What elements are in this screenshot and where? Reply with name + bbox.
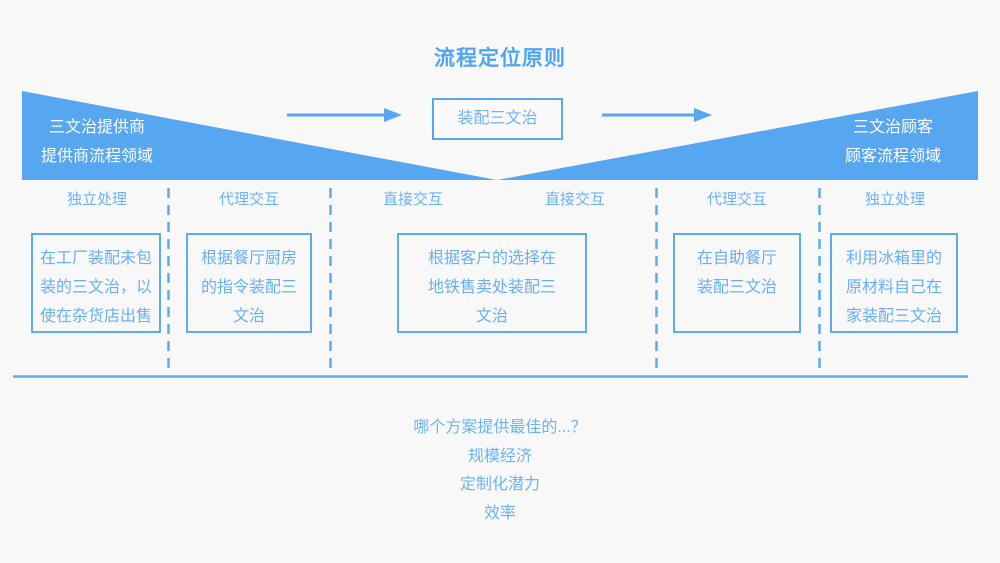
interaction-label-1: 独立处理	[66, 191, 127, 208]
scenario-box-factory: 在工厂装配未包 装的三文治，以 使在杂货店出售	[31, 233, 161, 333]
criterion-efficiency: 效率	[483, 504, 516, 522]
flow-arrow-right-head-icon	[694, 108, 712, 122]
flow-arrow-left-head-icon	[384, 108, 402, 122]
criterion-economies-of-scale: 规模经济	[467, 447, 532, 465]
interaction-label-6: 独立处理	[864, 191, 925, 208]
customer-zone-label: 三文治顾客 顾客流程领域	[844, 119, 941, 165]
evaluation-question-block: 哪个方案提供最佳的...？ 规模经济 定制化潜力 效率	[0, 414, 1000, 528]
scenario-box-restaurant-kitchen: 根据餐厅厨房 的指令装配三 文治	[186, 233, 312, 333]
scenario-box-subway-stand: 根据客户的选择在 地铁售卖处装配三 文治	[397, 233, 587, 333]
customer-wedge-shape	[497, 91, 978, 180]
scenario-box-home-fridge: 利用冰箱里的 原材料自己在 家装配三文治	[830, 233, 958, 333]
assemble-sandwich-box: 装配三文治	[432, 98, 563, 140]
interaction-label-4: 直接交互	[544, 191, 605, 208]
supplier-wedge-shape	[22, 91, 497, 180]
evaluation-question: 哪个方案提供最佳的...？	[413, 419, 587, 436]
criterion-customization-potential: 定制化潜力	[459, 476, 540, 493]
interaction-label-2: 代理交互	[218, 191, 279, 208]
interaction-label-5: 代理交互	[706, 191, 767, 208]
interaction-label-3: 直接交互	[382, 191, 443, 208]
page-title: 流程定位原则	[434, 47, 566, 70]
supplier-zone-label: 三文治提供商 提供商流程领域	[40, 119, 153, 165]
scenario-box-cafeteria: 在自助餐厅 装配三文治	[673, 233, 801, 333]
